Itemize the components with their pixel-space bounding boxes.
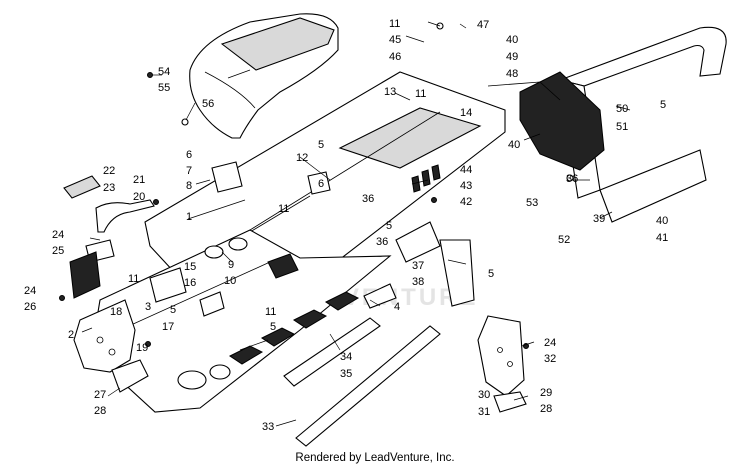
callout-9: 9 [228,259,234,271]
callout-25: 25 [52,245,64,257]
callout-3: 3 [145,301,151,313]
callout-49: 49 [506,51,518,63]
callout-40: 40 [506,34,518,46]
callout-44: 44 [460,164,472,176]
callout-30: 30 [478,389,490,401]
callout-19: 19 [136,342,148,354]
callout-28: 28 [540,403,552,415]
callout-42: 42 [460,196,472,208]
callout-36: 36 [376,236,388,248]
callout-29: 29 [540,387,552,399]
callout-34: 34 [340,351,352,363]
callout-22: 22 [103,165,115,177]
callout-24: 24 [52,229,64,241]
callout-5: 5 [488,268,494,280]
callout-53: 53 [526,197,538,209]
snow-flap [487,71,605,171]
callout-31: 31 [478,406,490,418]
callout-18: 18 [110,306,122,318]
pad [111,359,149,393]
callout-48: 48 [506,68,518,80]
callout-labels: 47 11 45 40 46 49 48 13 11 54 55 56 14 5… [24,18,668,433]
callout-56: 56 [202,98,214,110]
callout-28: 28 [94,405,106,417]
credit-text: Rendered by LeadVenture, Inc. [295,452,455,464]
callout-12: 12 [296,152,308,164]
callout-46: 46 [389,51,401,63]
callout-32: 32 [544,353,556,365]
callout-5: 5 [270,321,276,333]
callout-4: 4 [394,301,400,313]
callout-6: 6 [318,178,324,190]
callout-17: 17 [162,321,174,333]
callout-33: 33 [262,421,274,433]
callout-35: 35 [340,368,352,380]
callout-5: 5 [386,220,392,232]
callout-21: 21 [133,174,145,186]
callout-47: 47 [477,19,489,31]
callout-52: 52 [558,234,570,246]
callout-6: 6 [186,149,192,161]
callout-40: 40 [508,139,520,151]
callout-13: 13 [384,86,396,98]
callout-5: 5 [660,99,666,111]
callout-45: 45 [389,34,401,46]
callout-11: 11 [278,203,289,215]
callout-5: 5 [170,304,176,316]
callout-27: 27 [94,389,106,401]
callout-50: 50 [616,103,628,115]
callout-20: 20 [133,191,145,203]
callout-37: 37 [412,260,424,272]
callout-11: 11 [415,88,426,100]
callout-51: 51 [616,121,628,133]
callout-40: 40 [656,215,668,227]
front-bracket [73,299,136,373]
callout-54: 54 [158,66,170,78]
callout-16: 16 [184,277,196,289]
callout-1: 1 [186,211,192,223]
running-board [283,221,475,447]
callout-24: 24 [24,285,36,297]
callout-2: 2 [68,329,74,341]
callout-11: 11 [128,273,139,285]
callout-5: 5 [318,139,324,151]
callout-23: 23 [103,182,115,194]
callout-11: 11 [265,306,276,318]
callout-15: 15 [184,261,196,273]
seat [189,13,339,139]
callout-8: 8 [186,180,192,192]
callout-14: 14 [460,107,472,119]
callout-10: 10 [224,275,236,287]
footrest [477,315,527,413]
callout-55: 55 [158,82,170,94]
callout-26: 26 [24,301,36,313]
side-panel [94,229,392,413]
callout-24: 24 [544,337,556,349]
callout-43: 43 [460,180,472,192]
leader-lines [81,21,631,427]
callout-38: 38 [412,276,424,288]
callout-36: 36 [362,193,374,205]
callout-11: 11 [389,18,400,30]
callout-7: 7 [186,165,192,177]
small-brackets [63,161,331,317]
callout-36: 36 [566,173,578,185]
callout-41: 41 [656,232,668,244]
callout-39: 39 [593,213,605,225]
